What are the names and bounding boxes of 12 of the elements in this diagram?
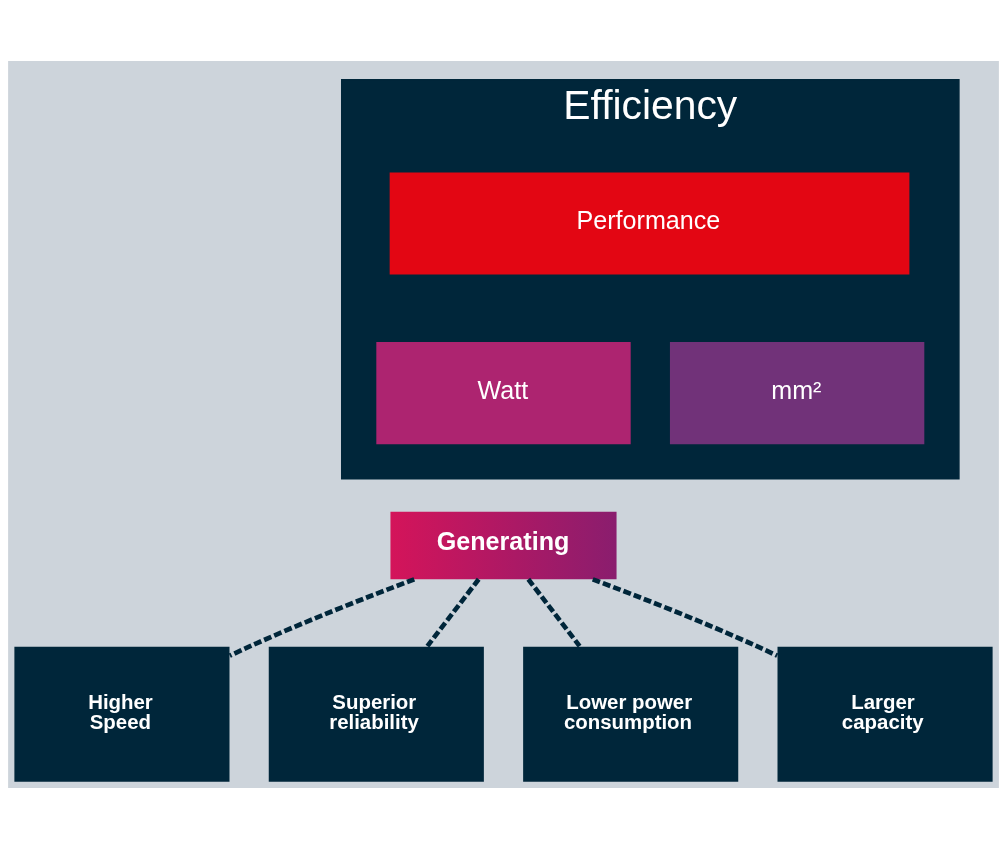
node-box: mm²	[669, 342, 925, 445]
node-box: Watt	[376, 342, 631, 445]
node-box: Lower power consumption	[523, 646, 739, 782]
connector	[228, 577, 416, 658]
connector	[526, 577, 582, 648]
node-box: Larger capacity	[777, 646, 993, 782]
connector	[591, 577, 779, 658]
node-box: Higher Speed	[14, 646, 230, 782]
connector	[425, 577, 481, 648]
node-box: Performance	[389, 172, 910, 275]
node-box: Generating	[390, 511, 617, 580]
node-box: Superior reliability	[268, 646, 484, 782]
